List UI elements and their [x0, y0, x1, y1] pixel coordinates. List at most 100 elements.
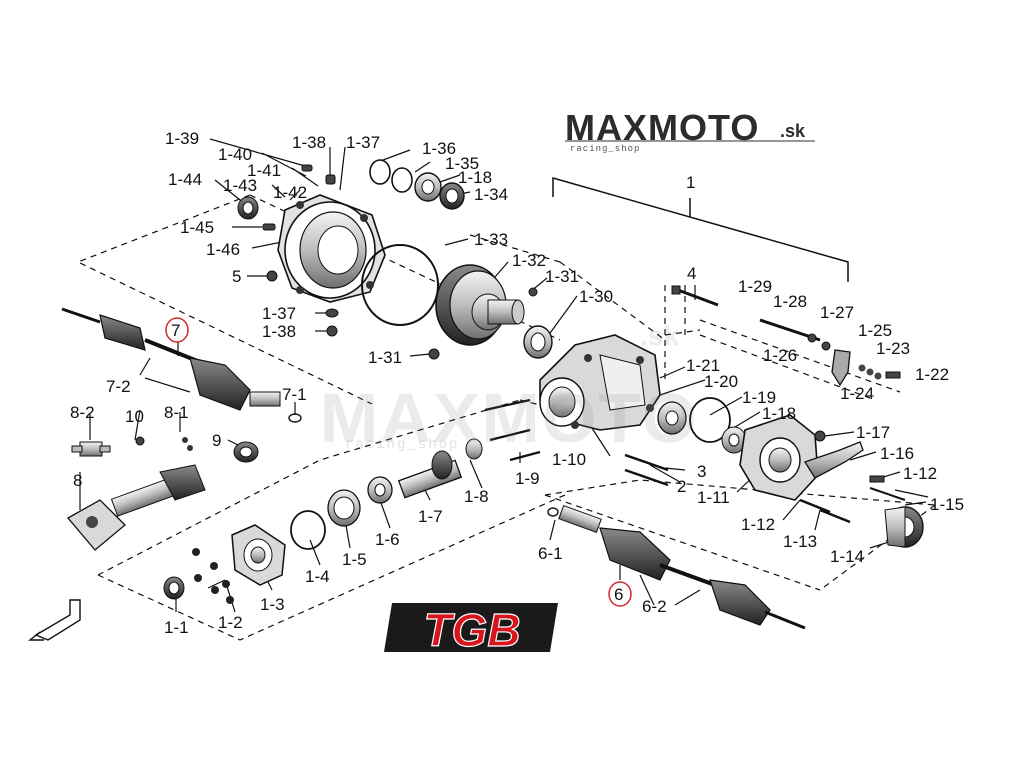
tgb-logo: TGB [384, 603, 558, 657]
output-seal [884, 506, 924, 548]
right-axle-shaft [547, 504, 806, 630]
part-label: 1-35 [445, 154, 480, 173]
universal-joint [71, 441, 111, 457]
part-label: 7-2 [106, 377, 131, 396]
part-label: 1-16 [880, 444, 915, 463]
watermark-tagline: racing_shop [345, 437, 460, 453]
prop-seal [233, 441, 259, 463]
long-bolt [671, 285, 719, 307]
left-axle-shaft [61, 307, 302, 423]
part-label: 1-13 [783, 532, 818, 551]
part-label: 10 [125, 407, 144, 426]
part-label: 1-17 [856, 423, 891, 442]
part-label: 1-39 [165, 129, 200, 148]
part-label: 1-37 [346, 133, 381, 152]
pinion-bearing [465, 438, 483, 460]
part-label: 1-1 [164, 618, 189, 637]
part-label: 1-2 [218, 613, 243, 632]
part-label: 1-14 [830, 547, 865, 566]
part-label: 7 [171, 321, 181, 340]
part-label: 1-32 [512, 251, 547, 270]
part-label: 8-1 [164, 403, 189, 422]
part-label: 1-46 [206, 240, 241, 259]
part-label: 1-12 [903, 464, 938, 483]
part-label: 1-6 [375, 530, 400, 549]
upper-seals [369, 159, 465, 210]
part-label: 1-7 [418, 507, 443, 526]
part-label: 1-33 [474, 230, 509, 249]
part-label: 1-12 [741, 515, 776, 534]
part-label: 8 [73, 471, 83, 490]
part-label: 1-25 [858, 321, 893, 340]
part-label: 9 [212, 431, 222, 450]
small-bolts [262, 164, 538, 360]
front-seal [163, 576, 185, 600]
cover-bolts [624, 453, 851, 524]
part-label: 1-4 [305, 567, 330, 586]
part-label: 1-43 [223, 176, 258, 195]
part-label: 1-10 [552, 450, 587, 469]
part-label: 3 [697, 462, 707, 481]
front-nuts [192, 548, 234, 604]
front-bearings [290, 476, 393, 550]
part-label: 1-5 [342, 550, 367, 569]
needle-bearing [523, 325, 553, 359]
callout-ring-6 [608, 581, 632, 607]
shift-fork-assembly [759, 318, 901, 387]
actuator-lever [804, 441, 906, 501]
part-label: 1-41 [247, 161, 282, 180]
part-label: 1-45 [180, 218, 215, 237]
housing-studs [484, 398, 541, 462]
part-label: 1-24 [840, 384, 875, 403]
rear-bearings [657, 397, 747, 454]
part-label: 1-30 [579, 287, 614, 306]
part-label: 1-11 [697, 488, 730, 507]
part-label: 1 [686, 173, 696, 192]
part-label: 1-18 [458, 168, 493, 187]
part-label: 6 [614, 585, 624, 604]
part-label: 1-37 [262, 304, 297, 323]
part-label: 1-26 [763, 346, 798, 365]
part-label: 2 [677, 477, 687, 496]
part-label: 1-28 [773, 292, 808, 311]
part-label: 1-29 [738, 277, 773, 296]
part-label: 1-27 [820, 303, 855, 322]
part-label: 1-8 [464, 487, 489, 506]
part-label: 1-31 [368, 348, 403, 367]
watermark-tld: .sk [640, 320, 679, 351]
part-label: 1-3 [260, 595, 285, 614]
leader-lines [79, 138, 929, 613]
part-label: 8-2 [70, 403, 95, 422]
part-label: 1-42 [273, 183, 308, 202]
callout-ring-7 [165, 317, 189, 343]
part-label: 1-40 [218, 145, 253, 164]
part-label: 1-21 [686, 356, 721, 375]
part-label: 1-23 [876, 339, 911, 358]
front-flange-cover [231, 524, 286, 586]
tgb-logo-text: TGB [423, 604, 520, 656]
part-label: 5 [232, 267, 242, 286]
seal-1-44 [237, 196, 259, 220]
part-label: 1-38 [292, 133, 327, 152]
part-label: 1-36 [422, 139, 457, 158]
assembly-bracket [552, 177, 849, 282]
part-label: 1-18 [762, 404, 797, 423]
part-label: 7-1 [282, 385, 307, 404]
part-label: 6-1 [538, 544, 563, 563]
part-label: 1-9 [515, 469, 540, 488]
part-label: 6-2 [642, 597, 667, 616]
part-label: 1-34 [474, 185, 509, 204]
maxmoto-logo: MAXMOTO [565, 107, 760, 148]
maxmoto-tagline: racing_shop [570, 144, 641, 154]
pinion-shaft [397, 450, 463, 499]
maxmoto-logo-tld: .sk [780, 121, 806, 141]
part-label: 1-44 [168, 170, 203, 189]
part-label: 1-15 [930, 495, 965, 514]
propeller-shaft [66, 436, 206, 551]
part-label: 1-38 [262, 322, 297, 341]
differential-housing [539, 334, 661, 431]
front-cover-housing [277, 194, 386, 303]
part-label: 4 [687, 264, 697, 283]
